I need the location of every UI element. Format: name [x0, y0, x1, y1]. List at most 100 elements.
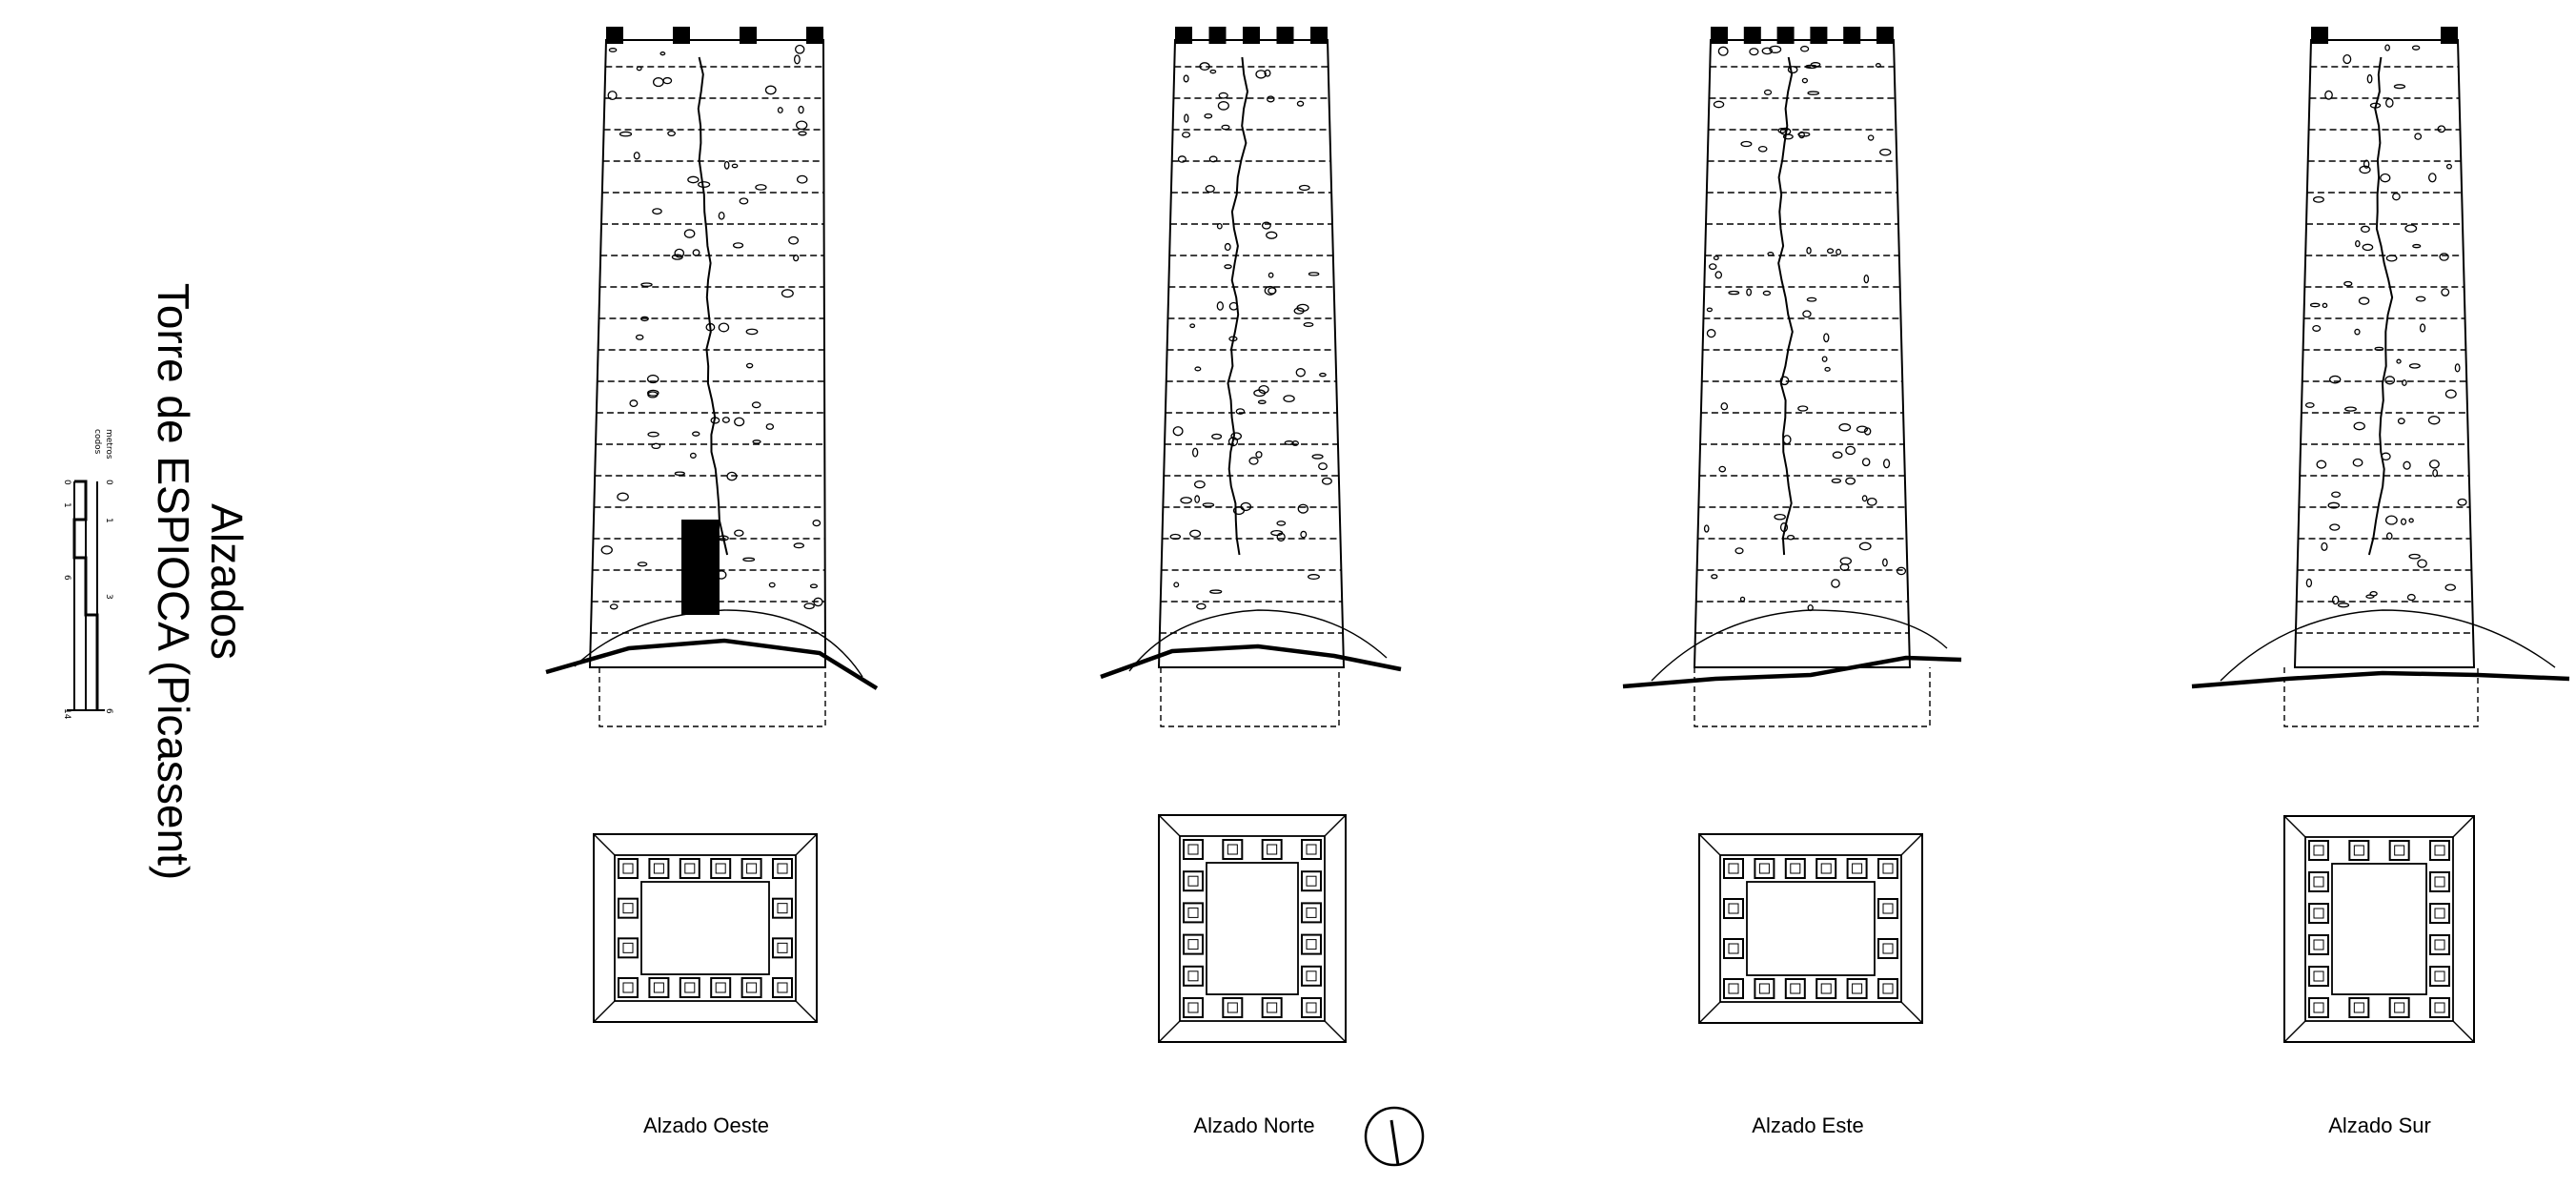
tower-elevation-1: [545, 27, 879, 727]
stone-patch: [674, 248, 685, 258]
stone-patch: [1779, 522, 1789, 533]
stone-patch: [710, 417, 720, 424]
stone-patch: [1802, 310, 1812, 318]
stone-patch: [1255, 451, 1263, 459]
stone-patch: [1879, 148, 1892, 156]
stone-patch: [2437, 125, 2446, 133]
plan-corner-line: [795, 833, 818, 856]
stone-patch: [765, 423, 775, 430]
plan-buttress-block: [2429, 966, 2450, 987]
stone-patch: [671, 254, 683, 260]
stone-patch: [1194, 495, 1201, 503]
stone-patch: [2331, 595, 2340, 605]
stone-patch: [1896, 566, 1907, 576]
plan-buttress-block: [2308, 840, 2329, 861]
plan-corner-line: [2283, 815, 2306, 838]
stone-patch: [2360, 225, 2370, 234]
north-arrow-icon: [1364, 1106, 1425, 1167]
plan-buttress-block: [1723, 858, 1744, 879]
plan-buttress-block: [1784, 858, 1806, 879]
stone-patch: [652, 77, 664, 88]
stone-patch: [1303, 321, 1314, 327]
stone-patch: [793, 255, 800, 262]
stone-patch: [1867, 134, 1875, 141]
plan-buttress-core: [1306, 875, 1317, 887]
stone-patch: [1258, 385, 1269, 395]
plan-buttress-core: [1306, 844, 1317, 855]
plan-buttress-core: [1852, 983, 1863, 994]
plan-buttress-block: [1301, 870, 1322, 892]
stone-patch: [692, 249, 700, 256]
stone-patch: [2321, 541, 2328, 551]
stone-patch: [1196, 603, 1207, 610]
plan-buttress-core: [2394, 845, 2405, 856]
stone-patch: [1240, 501, 1252, 512]
stone-patch: [795, 44, 805, 54]
stone-patch: [1264, 285, 1277, 296]
plan-buttress-core: [1882, 943, 1894, 954]
stone-patch: [1875, 63, 1881, 68]
stone-patch: [2359, 165, 2371, 174]
stone-patch: [1180, 497, 1192, 504]
merlon: [606, 27, 623, 44]
stone-patch: [1866, 497, 1877, 506]
stone-patch: [2396, 358, 2402, 364]
stone-patch: [1209, 589, 1223, 594]
plan-buttress-core: [1187, 907, 1199, 918]
tower-elevation-3: [1622, 27, 1962, 727]
plan-inner-wall: [1719, 854, 1902, 1003]
drawing-title: Alzados Torre de ESPIOCA (Picassent): [147, 283, 254, 880]
stone-patch: [732, 242, 744, 249]
plan-buttress-block: [1301, 965, 1322, 987]
tower-elevation-4: [2191, 27, 2570, 727]
plan-buttress-block: [1301, 933, 1322, 955]
stone-patch: [674, 471, 685, 476]
plan-outer-wall: [593, 833, 818, 1023]
codos-tick-14: 14: [62, 708, 71, 720]
plan-buttress-core: [746, 982, 758, 993]
stone-patch: [2343, 53, 2352, 65]
stone-patch: [1806, 247, 1812, 255]
plan-corner-line: [593, 1000, 616, 1023]
stone-patch: [1192, 447, 1199, 458]
stone-patch: [2329, 523, 2341, 531]
plan-buttress-core: [2434, 876, 2445, 888]
metros-tick-6: 6: [104, 708, 113, 714]
title-line-1: Alzados: [202, 503, 252, 660]
merlon: [1175, 27, 1192, 44]
stone-patch: [1224, 242, 1231, 252]
stone-patch: [726, 471, 738, 481]
stone-patch: [1221, 124, 1230, 131]
stone-patch: [1235, 408, 1246, 415]
plan-buttress-core: [2434, 845, 2445, 856]
stone-patch: [2457, 498, 2467, 506]
caption-alzado-norte: Alzado Norte: [1193, 1113, 1315, 1137]
plan-buttress-block: [648, 858, 670, 879]
ground-line: [1622, 655, 1962, 689]
stone-patch: [1248, 457, 1259, 465]
stone-patch: [2419, 323, 2426, 333]
door-opening: [681, 520, 720, 615]
tower-elevation-2: [1100, 27, 1402, 727]
plan-buttress-core: [653, 982, 664, 993]
stone-patch: [1216, 301, 1224, 311]
plan-inner-wall: [1179, 835, 1326, 1022]
plan-buttress-core: [2394, 1002, 2405, 1013]
stone-patch: [1863, 274, 1870, 284]
plan-corner-line: [1324, 814, 1347, 837]
stone-patch: [1717, 46, 1729, 56]
stone-patch: [2322, 302, 2328, 309]
stone-patch: [1211, 433, 1223, 440]
stone-patch: [1217, 101, 1229, 111]
tower-outline: [2293, 39, 2476, 668]
stone-patch: [1230, 432, 1243, 440]
plan-buttress-block: [2308, 997, 2329, 1018]
plan-buttress-block: [2429, 871, 2450, 892]
crack-line: [1777, 56, 1794, 556]
plan-buttress-block: [618, 937, 639, 959]
stone-patch: [2428, 173, 2437, 183]
plan-buttress-core: [653, 863, 664, 874]
stone-patch: [1184, 113, 1189, 123]
plan-buttress-core: [2313, 1002, 2324, 1013]
plan-buttress-core: [622, 863, 634, 874]
